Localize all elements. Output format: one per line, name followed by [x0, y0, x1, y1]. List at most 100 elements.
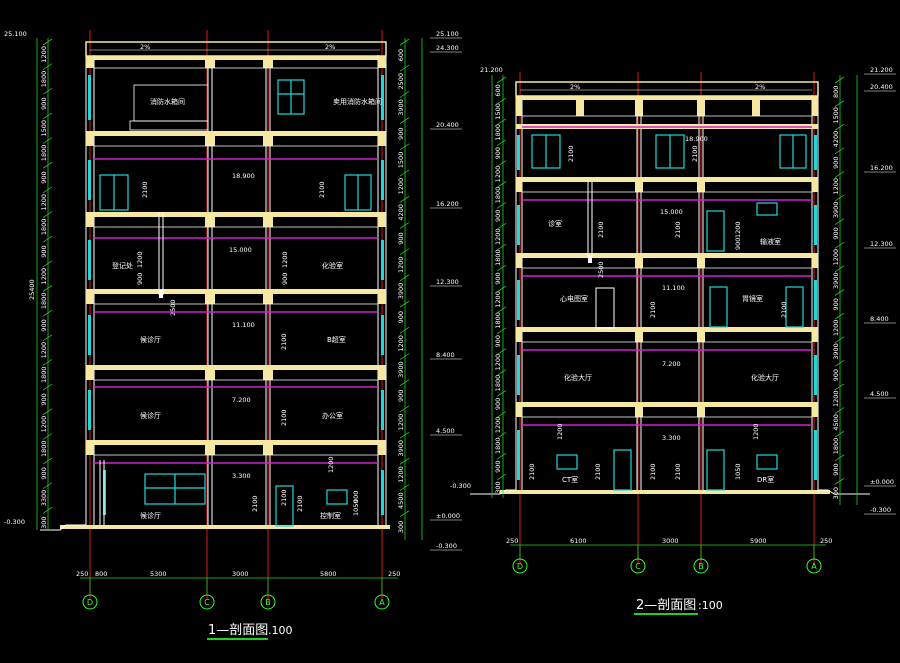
s1-right-dim: 3900: [397, 283, 405, 300]
s2-right-dim: 800: [832, 86, 840, 98]
s1-right-dim: 4200: [397, 204, 405, 221]
dim-tick: [399, 222, 410, 229]
s2-small-dim: 2100: [594, 463, 602, 480]
s1-small-dim: 900: [281, 273, 289, 285]
s1-small-dim: 1200: [327, 456, 335, 473]
s2-left-dim-labels: 6001500180090012001800900120018009001200…: [494, 76, 507, 494]
dim-tick: [496, 97, 507, 105]
s2-level-mark: 3.300: [662, 434, 681, 442]
dim-tick: [496, 411, 507, 418]
s2-small-dim: 2100: [528, 463, 536, 480]
dim-tick: [496, 327, 507, 335]
s2-small-dim: 2500: [597, 261, 605, 278]
s2-room-6: CT室: [562, 475, 578, 484]
s1-small-dim: 2500: [169, 299, 177, 316]
s2-small-dim: 1200: [752, 423, 760, 440]
s1-right-dim-labels: 6002500390090015001200420090012003900900…: [397, 38, 410, 533]
dim-tick: [399, 248, 410, 256]
s2-left-dim: 1500: [494, 103, 502, 120]
s2-dim-5900: 5900: [750, 537, 767, 545]
s2-left-bottom-level: -0.300: [450, 482, 471, 490]
dim-tick: [399, 484, 410, 491]
dim-tick: [399, 353, 410, 360]
s1-left-dim: 1800: [40, 145, 48, 162]
s1-room-9: 控制室: [320, 511, 341, 520]
s2-small-dim: 900: [734, 238, 742, 250]
dim-tick: [399, 458, 410, 465]
dim-tick: [496, 76, 507, 84]
s1-left-dim: 1200: [40, 342, 48, 359]
s1-level-mark: 15.000: [229, 246, 252, 254]
s2-small-dim: 1200: [734, 221, 742, 238]
s1-right-level: 20.400: [436, 121, 459, 129]
dim-tick: [496, 390, 507, 397]
s2-axis-c: C: [635, 562, 641, 571]
s1-small-dim: 2100: [141, 181, 149, 198]
s1-left-dim-labels: 1200180090015001800900120018009001200180…: [40, 38, 53, 529]
s2-room-2: 心电图室: [560, 294, 588, 303]
dim-tick: [496, 222, 507, 230]
dim-tick: [42, 507, 53, 514]
s1-left-dims: [36, 38, 49, 530]
dim-tick: [399, 405, 410, 413]
s1-room-3: 化验室: [322, 261, 343, 270]
s2-left-dim: 900: [494, 460, 502, 472]
s1-left-dim: 1200: [40, 194, 48, 211]
s2-right-dim: 900: [832, 369, 840, 381]
s1-left-dim: 1800: [40, 367, 48, 384]
s2-left-dim: 1200: [494, 417, 502, 434]
section-2: D C B A 250 6100 3000 5900 250 21.200 -0…: [450, 66, 896, 615]
section-1: D C B A 250 800 5300 3000 5800 250 25.10…: [4, 30, 462, 640]
s1-right-dim: 1200: [397, 466, 405, 483]
s2-beams: [516, 100, 818, 417]
s2-right-level: 20.400: [870, 83, 893, 91]
dim-tick: [834, 336, 845, 344]
s1-right-level: -0.300: [436, 542, 457, 550]
s2-right-level: 4.500: [870, 390, 889, 398]
dim-tick: [399, 326, 410, 334]
s2-right-dim-labels: 8001500420090012003900900120039009001200…: [832, 76, 845, 499]
s1-dim-250-left: 250: [76, 570, 88, 578]
s1-left-dim: 900: [40, 171, 48, 183]
s1-room-6: 候诊厅: [140, 411, 161, 420]
s2-scale: :100: [698, 599, 723, 612]
s1-axis-c: C: [204, 598, 210, 607]
s1-right-dim: 900: [397, 311, 405, 323]
s2-left-dim: 900: [494, 335, 502, 347]
s1-left-dim: 900: [40, 319, 48, 331]
dim-tick: [42, 408, 53, 416]
s2-right-dim: 900: [832, 227, 840, 239]
s2-right-dim: 4500: [832, 414, 840, 431]
s1-slope-right: 2%: [325, 43, 335, 51]
s1-left-top-level: 25.100: [4, 30, 27, 38]
s2-right-dim: 1200: [832, 249, 840, 266]
dim-tick: [42, 285, 53, 292]
s1-right-dim: 3900: [397, 440, 405, 457]
s2-right-dim: 900: [832, 463, 840, 475]
dim-tick: [496, 306, 507, 314]
s1-small-dim: 1050: [352, 499, 360, 516]
dim-tick: [496, 264, 507, 272]
s2-dim-250-left: 250: [506, 537, 518, 545]
dim-tick: [834, 100, 845, 107]
s2-small-dim: 2100: [674, 463, 682, 480]
dim-tick: [399, 300, 410, 308]
dim-tick: [42, 186, 53, 194]
dim-tick: [834, 194, 845, 202]
dim-tick: [496, 139, 507, 147]
s2-right-dims: [839, 75, 858, 505]
s1-scale: .100: [268, 624, 293, 637]
s1-small-dim: 2100: [251, 495, 259, 512]
s1-left-dim: 900: [40, 467, 48, 479]
dim-tick: [496, 431, 507, 439]
s1-axis-b: B: [265, 598, 271, 607]
s1-ground: [40, 460, 105, 531]
s1-dim-5300: 5300: [150, 570, 167, 578]
s2-left-dim: 900: [494, 210, 502, 222]
dim-tick: [42, 260, 53, 268]
s2-slope-right: 2%: [755, 83, 765, 91]
s1-left-dim: 900: [40, 245, 48, 257]
s1-small-dim: 2100: [280, 409, 288, 426]
